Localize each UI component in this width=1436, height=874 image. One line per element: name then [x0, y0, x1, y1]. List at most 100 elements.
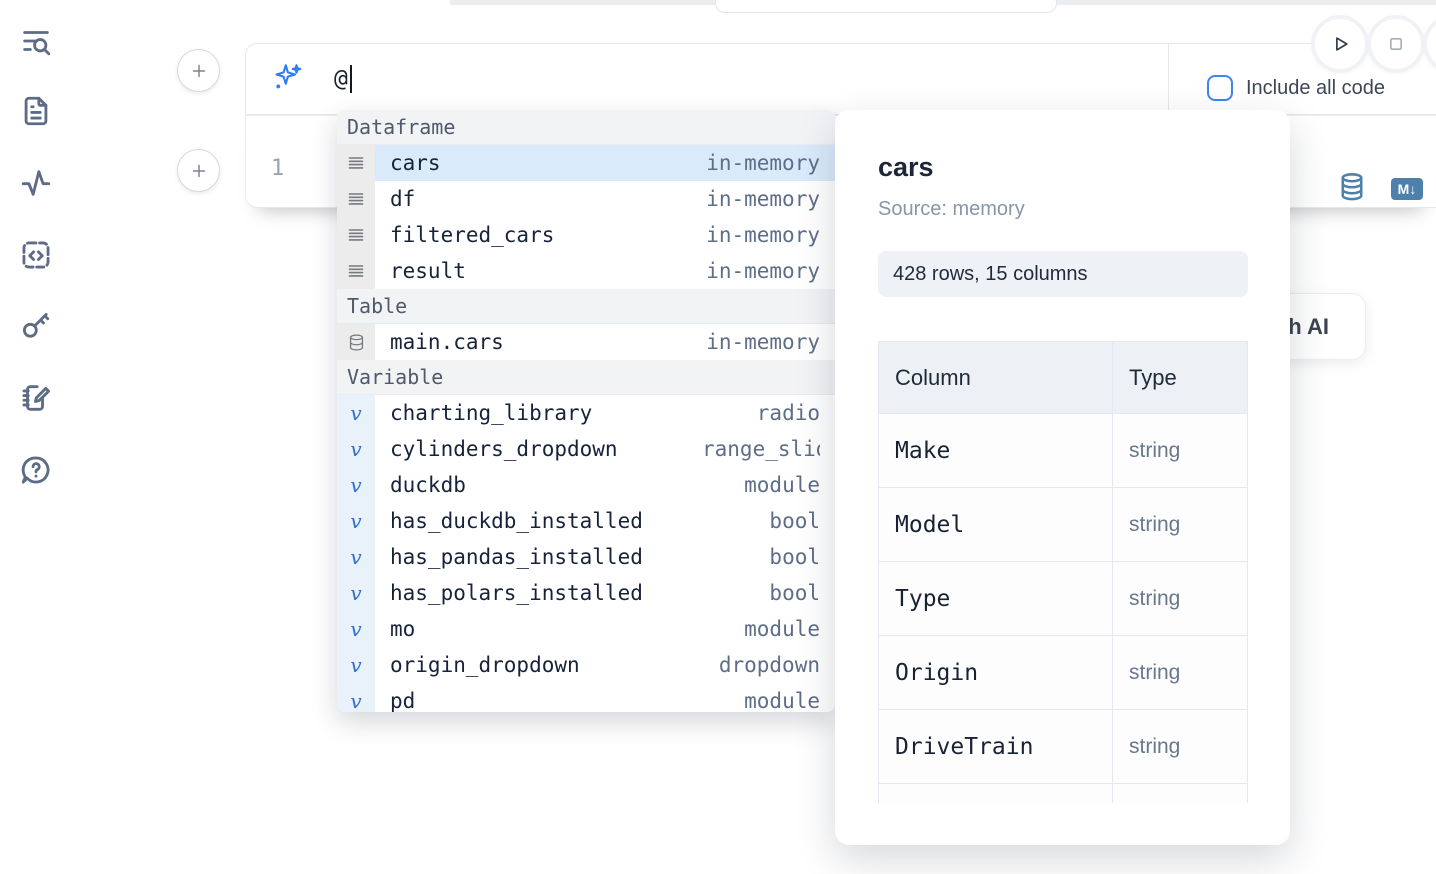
type-cell: string	[1112, 561, 1248, 636]
activity-icon[interactable]	[19, 166, 53, 200]
item-name: charting_library	[390, 401, 593, 425]
include-all-code-label[interactable]: Include all code	[1246, 76, 1385, 99]
notebook-edit-icon[interactable]	[19, 381, 53, 415]
variable-icon: v	[337, 467, 375, 503]
clipped-console-card	[715, 0, 1057, 13]
column-header: Column	[878, 341, 1113, 414]
autocomplete-item-origin-dropdown[interactable]: v origin_dropdown dropdown	[337, 647, 835, 683]
preview-source: Source: memory	[878, 198, 1025, 220]
item-name: has_polars_installed	[390, 581, 643, 605]
table-row: Make string	[878, 413, 1248, 488]
autocomplete-item-df[interactable]: df in-memory	[337, 181, 835, 217]
file-text-icon[interactable]	[19, 94, 53, 128]
column-cell: Origin	[878, 635, 1113, 710]
line-number: 1	[271, 156, 285, 181]
type-cell: string	[1112, 635, 1248, 710]
help-circle-icon[interactable]	[19, 453, 53, 487]
run-button[interactable]	[1315, 19, 1365, 69]
variable-icon: v	[337, 503, 375, 539]
add-cell-button[interactable]	[177, 49, 220, 92]
item-type: module	[744, 689, 820, 712]
column-cell: Type	[878, 561, 1113, 636]
item-type: bool	[769, 545, 820, 569]
item-type: bool	[769, 509, 820, 533]
ai-prompt-panel: @ Include all code	[245, 43, 1436, 115]
database-icon[interactable]	[1338, 172, 1366, 202]
autocomplete-item-cars[interactable]: cars in-memory	[337, 145, 835, 181]
ai-prompt-input[interactable]: @	[334, 62, 352, 96]
stop-button[interactable]	[1371, 19, 1421, 69]
item-type: dropdown	[718, 653, 820, 677]
item-name: result	[390, 259, 466, 283]
column-cell: DriveTrain	[878, 709, 1113, 784]
preview-title: cars	[878, 152, 934, 182]
autocomplete-item-has-duckdb-installed[interactable]: v has_duckdb_installed bool	[337, 503, 835, 539]
include-all-code-row: Include all code	[1207, 75, 1385, 101]
autocomplete-item-result[interactable]: result in-memory	[337, 253, 835, 289]
dataframe-icon	[337, 145, 375, 181]
column-cell	[878, 783, 1113, 803]
clipped-circle-button[interactable]	[1427, 19, 1436, 69]
item-name: filtered_cars	[390, 223, 555, 247]
autocomplete-item-duckdb[interactable]: v duckdb module	[337, 467, 835, 503]
markdown-icon[interactable]: M↓	[1391, 178, 1423, 200]
variable-icon: v	[337, 539, 375, 575]
table-row: DriveTrain string	[878, 709, 1248, 784]
prompt-value: @	[334, 66, 348, 92]
section-header-variable: Variable	[337, 360, 835, 395]
type-header: Type	[1112, 341, 1248, 414]
table-row: Type string	[878, 561, 1248, 636]
item-name: mo	[390, 617, 416, 641]
sparkles-icon	[272, 62, 302, 92]
item-name: duckdb	[390, 473, 466, 497]
dataframe-icon	[337, 181, 375, 217]
autocomplete-item-has-polars-installed[interactable]: v has_polars_installed bool	[337, 575, 835, 611]
autocomplete-item-has-pandas-installed[interactable]: v has_pandas_installed bool	[337, 539, 835, 575]
item-type: radio	[756, 401, 820, 425]
item-type: in-memory	[706, 330, 820, 354]
item-type: bool	[769, 581, 820, 605]
sidebar	[0, 0, 70, 874]
type-cell: string	[1112, 413, 1248, 488]
section-header-dataframe: Dataframe	[337, 110, 835, 145]
autocomplete-item-pd-clipped[interactable]: v pd module	[337, 683, 835, 712]
table-header-row: Column Type	[878, 341, 1248, 414]
item-name: has_pandas_installed	[390, 545, 643, 569]
code-snippet-icon[interactable]	[19, 238, 53, 272]
type-cell: string	[1112, 709, 1248, 784]
table-database-icon	[337, 324, 375, 360]
column-cell: Make	[878, 413, 1113, 488]
item-name: main.cars	[390, 330, 504, 354]
variable-icon: v	[337, 395, 375, 431]
variable-icon: v	[337, 683, 375, 712]
autocomplete-item-filtered-cars[interactable]: filtered_cars in-memory	[337, 217, 835, 253]
item-type: in-memory	[706, 151, 820, 175]
autocomplete-item-charting-library[interactable]: v charting_library radio	[337, 395, 835, 431]
item-name: cars	[390, 151, 441, 175]
include-all-code-checkbox[interactable]	[1207, 75, 1233, 101]
item-name: origin_dropdown	[390, 653, 580, 677]
table-row: Model string	[878, 487, 1248, 562]
dataframe-icon	[337, 217, 375, 253]
text-caret	[349, 65, 352, 93]
variable-icon: v	[337, 431, 375, 467]
section-header-table: Table	[337, 289, 835, 324]
autocomplete-item-main-cars[interactable]: main.cars in-memory	[337, 324, 835, 360]
autocomplete-item-mo[interactable]: v mo module	[337, 611, 835, 647]
variable-icon: v	[337, 575, 375, 611]
dataframe-icon	[337, 253, 375, 289]
autocomplete-dropdown: Dataframe cars in-memory df in-memory fi…	[337, 110, 835, 712]
item-type: module	[744, 617, 820, 641]
autocomplete-item-cylinders-dropdown[interactable]: v cylinders_dropdown range_slider	[337, 431, 835, 467]
add-cell-button[interactable]	[177, 149, 220, 192]
item-name: df	[390, 187, 416, 211]
item-type: in-memory	[706, 223, 820, 247]
schema-table-wrapper: Column Type Make string Model string Typ…	[878, 341, 1248, 803]
item-name: has_duckdb_installed	[390, 509, 643, 533]
item-type: range_slider	[702, 437, 820, 461]
schema-table: Column Type Make string Model string Typ…	[878, 341, 1248, 803]
item-name: pd	[390, 689, 416, 712]
list-search-icon[interactable]	[19, 24, 53, 58]
key-icon[interactable]	[19, 309, 53, 343]
item-type: module	[744, 473, 820, 497]
